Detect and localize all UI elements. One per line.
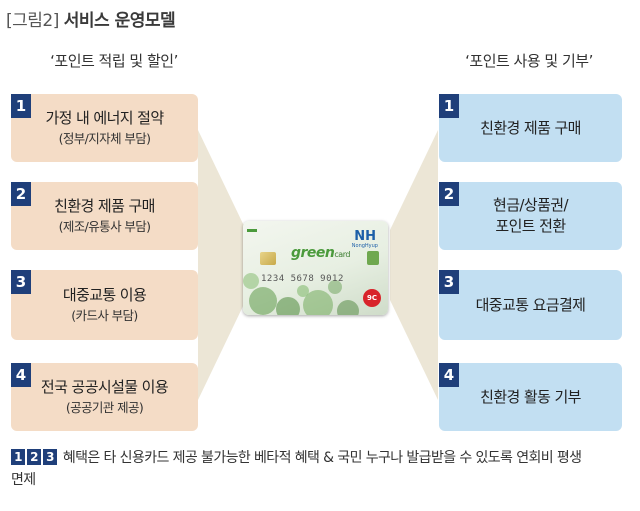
right-number-tag-3: 3 (439, 270, 459, 294)
left-item-2-note: (제조/유통사 부담) (58, 219, 151, 234)
figure-tag: [그림2] (6, 11, 59, 31)
right-item-2-title: 현금/상품권/ (493, 196, 569, 214)
left-item-3: 대중교통 이용 (카드사 부담) (11, 270, 198, 340)
left-item-2: 친환경 제품 구매 (제조/유통사 부담) (11, 182, 198, 250)
right-item-1-title: 친환경 제품 구매 (480, 118, 581, 137)
right-item-1: 친환경 제품 구매 (439, 94, 622, 162)
figure-title: [그림2] 서비스 운영모델 (6, 6, 176, 31)
left-number-tag-1: 1 (11, 94, 31, 118)
left-item-3-note: (카드사 부담) (71, 308, 138, 323)
left-number-tag-4: 4 (11, 363, 31, 387)
right-item-3-title: 대중교통 요금결제 (475, 295, 586, 314)
card-logo-word: green (291, 245, 335, 261)
footnote-number-3: 3 (43, 449, 57, 465)
right-number-tag-2: 2 (439, 182, 459, 206)
footnote-number-1: 1 (11, 449, 25, 465)
right-column-heading: ‘포인트 사용 및 기부’ (465, 52, 593, 70)
card-brand-icon (367, 251, 379, 265)
right-item-4-title: 친환경 활동 기부 (480, 387, 581, 406)
left-item-1-note: (정부/지자체 부담) (58, 131, 151, 146)
left-item-3-title: 대중교통 이용 (62, 286, 147, 304)
left-number-tag-2: 2 (11, 182, 31, 206)
card-badge-icon: 9C (363, 289, 381, 307)
card-number: 1234 5678 9012 (261, 274, 344, 284)
footnote-text-line2: 면제 (11, 472, 36, 488)
right-item-3: 대중교통 요금결제 (439, 270, 622, 340)
right-item-4: 친환경 활동 기부 (439, 363, 622, 431)
left-item-4-note: (공공기관 제공) (65, 400, 144, 415)
right-item-2-title-line2: 포인트 전환 (495, 217, 566, 235)
card-logo-suffix: card (334, 250, 350, 259)
left-item-4: 전국 공공시설물 이용 (공공기관 제공) (11, 363, 198, 431)
left-number-tag-3: 3 (11, 270, 31, 294)
figure-main-title: 서비스 운영모델 (63, 11, 176, 31)
green-card-image: greencard NH NongHyup 1234 5678 9012 9C (243, 221, 388, 315)
right-number-tag-4: 4 (439, 363, 459, 387)
left-item-2-title: 친환경 제품 구매 (54, 197, 155, 215)
card-issuer-logo: NH (354, 229, 376, 244)
card-issuer-sub: NongHyup (351, 243, 378, 249)
right-item-2: 현금/상품권/ 포인트 전환 (439, 182, 622, 250)
left-item-4-title: 전국 공공시설물 이용 (40, 378, 169, 396)
left-column-heading: ‘포인트 적립 및 할인’ (50, 52, 178, 70)
footnote-text-line1: 혜택은 타 신용카드 제공 불가능한 베타적 혜택 & 국민 누구나 발급받을 … (62, 450, 582, 466)
footnote-number-2: 2 (27, 449, 41, 465)
left-item-1-title: 가정 내 에너지 절약 (45, 109, 164, 127)
right-wedge-shape (390, 130, 438, 400)
left-item-1: 가정 내 에너지 절약 (정부/지자체 부담) (11, 94, 198, 162)
card-leaf-pattern (243, 229, 359, 315)
right-number-tag-1: 1 (439, 94, 459, 118)
card-chip-icon (260, 252, 276, 265)
left-wedge-shape (198, 130, 246, 400)
card-logo: greencard (291, 245, 350, 261)
